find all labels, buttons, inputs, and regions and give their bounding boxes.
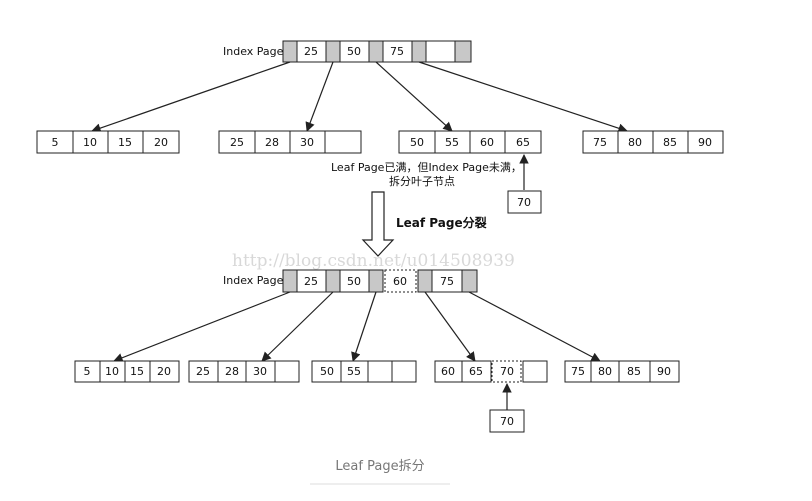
top-leaf-2: 25 28 30 [218,130,362,154]
leaf-full-note: Leaf Page已满，但Index Page未满， [331,161,522,174]
leaf-key: 30 [253,365,267,378]
leaf-key: 85 [627,365,641,378]
leaf-key: 25 [196,365,210,378]
leaf-key: 80 [598,365,612,378]
top-pointers [91,61,628,133]
leaf-key: 60 [441,365,455,378]
top-leaf-3: 50 55 60 65 [398,130,542,154]
bottom-index-key-new: 60 [393,275,407,288]
top-leaf-4: 75 80 85 90 [582,130,724,154]
leaf-key: 28 [265,136,279,149]
bottom-index-key: 75 [440,275,454,288]
leaf-key: 90 [657,365,671,378]
bottom-index-key: 25 [304,275,318,288]
leaf-key: 15 [118,136,132,149]
leaf-key: 20 [157,365,171,378]
bottom-pointers [113,291,601,363]
split-label: Leaf Page分裂 [396,215,487,230]
leaf-key: 65 [469,365,483,378]
leaf-key: 65 [516,136,530,149]
leaf-key: 55 [347,365,361,378]
leaf-key: 15 [130,365,144,378]
figure-caption: Leaf Page拆分 [335,459,424,474]
leaf-key: 55 [445,136,459,149]
top-index-key: 75 [390,45,404,58]
leaf-key: 5 [52,136,59,149]
top-index-key: 25 [304,45,318,58]
leaf-key: 90 [698,136,712,149]
watermark: http://blog.csdn.net/u014508939 [232,251,515,271]
top-index-label: Index Page [223,45,284,58]
bottom-leaf-2: 25 28 30 [188,360,300,383]
bottom-leaf-5: 75 80 85 90 [564,360,680,383]
leaf-key: 50 [320,365,334,378]
leaf-key: 10 [83,136,97,149]
bottom-index-key: 50 [347,275,361,288]
bottom-leaf-3: 50 55 [311,360,417,383]
bottom-leaf-4: 60 65 70 [434,360,548,383]
leaf-key: 28 [225,365,239,378]
leaf-key: 25 [230,136,244,149]
insert-key-label: 70 [500,415,514,428]
bottom-index-label: Index Page [223,274,284,287]
bottom-insert-key: 70 [489,383,525,433]
leaf-key: 85 [663,136,677,149]
bottom-index-page: 25 50 60 75 [282,269,478,293]
leaf-full-note-2: 拆分叶子节点 [389,174,455,188]
leaf-key: 60 [480,136,494,149]
split-arrow-icon [361,191,395,257]
top-index-page: 25 50 75 [282,40,472,63]
insert-key-label: 70 [517,196,531,209]
top-index-key: 50 [347,45,361,58]
leaf-key: 10 [105,365,119,378]
top-insert-key: 70 [507,154,542,214]
leaf-key-new: 70 [500,365,514,378]
leaf-key: 20 [154,136,168,149]
top-leaf-1: 5 10 15 20 [36,130,180,154]
leaf-key: 75 [593,136,607,149]
bottom-leaf-1: 5 10 15 20 [74,360,180,383]
leaf-key: 80 [628,136,642,149]
leaf-key: 75 [571,365,585,378]
leaf-key: 30 [300,136,314,149]
leaf-key: 5 [84,365,91,378]
leaf-key: 50 [410,136,424,149]
